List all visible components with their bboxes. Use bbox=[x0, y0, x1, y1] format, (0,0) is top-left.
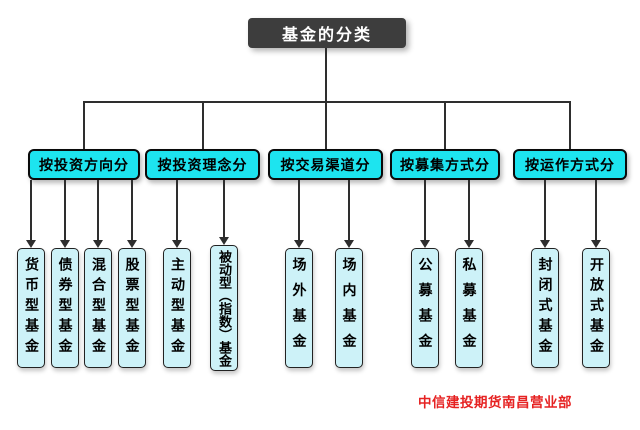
connector-line bbox=[324, 48, 327, 101]
leaf-node: 货币型基金 bbox=[17, 248, 45, 368]
leaf-node-label: 被动型（指数）基金 bbox=[216, 249, 231, 367]
connector-line bbox=[222, 180, 225, 237]
connector-line bbox=[63, 180, 66, 240]
leaf-node: 债券型基金 bbox=[50, 248, 79, 368]
connector-line bbox=[83, 101, 85, 149]
leaf-node-label: 货币型基金 bbox=[23, 257, 39, 359]
category-node-label: 按投资方向分 bbox=[39, 157, 129, 174]
arrowhead-icon bbox=[591, 240, 601, 248]
category-node: 按交易渠道分 bbox=[268, 149, 383, 180]
leaf-node: 被动型（指数）基金 bbox=[209, 245, 238, 371]
leaf-node: 场外基金 bbox=[284, 248, 313, 368]
connector-line bbox=[543, 180, 546, 240]
arrowhead-icon bbox=[539, 240, 550, 248]
connector-line bbox=[30, 180, 32, 240]
leaf-node-label: 开放式基金 bbox=[588, 257, 604, 359]
arrowhead-icon bbox=[93, 240, 103, 248]
leaf-node-label: 私募基金 bbox=[460, 257, 477, 359]
arrowhead-icon bbox=[172, 240, 182, 248]
leaf-node-label: 封闭式基金 bbox=[536, 257, 553, 359]
leaf-node: 公募基金 bbox=[410, 248, 439, 368]
category-node: 按投资理念分 bbox=[145, 149, 260, 180]
connector-line bbox=[444, 101, 446, 149]
leaf-node: 私募基金 bbox=[454, 248, 483, 368]
leaf-node-label: 债券型基金 bbox=[56, 257, 73, 359]
leaf-node: 场内基金 bbox=[334, 248, 363, 368]
connector-line bbox=[97, 180, 99, 240]
connector-line bbox=[347, 180, 350, 240]
category-node-label: 按运作方式分 bbox=[525, 157, 615, 174]
connector-line bbox=[130, 180, 133, 240]
arrowhead-icon bbox=[59, 240, 70, 248]
connector-line bbox=[423, 180, 426, 240]
category-node: 按投资方向分 bbox=[28, 149, 140, 180]
connector-line bbox=[467, 180, 470, 240]
leaf-node: 开放式基金 bbox=[582, 248, 610, 368]
connector-line bbox=[176, 180, 178, 240]
connector-line bbox=[201, 101, 204, 149]
leaf-node: 主动型基金 bbox=[163, 248, 191, 368]
leaf-node-label: 场内基金 bbox=[340, 257, 357, 359]
category-node-label: 按交易渠道分 bbox=[280, 157, 371, 174]
leaf-node-label: 公募基金 bbox=[416, 257, 433, 359]
arrowhead-icon bbox=[343, 240, 354, 248]
arrowhead-icon bbox=[463, 240, 474, 248]
leaf-node: 封闭式基金 bbox=[530, 248, 559, 368]
footer-watermark: 中信建投期货南昌营业部 bbox=[418, 395, 572, 411]
arrowhead-icon bbox=[293, 240, 304, 248]
category-node: 按运作方式分 bbox=[513, 149, 627, 180]
connector-line bbox=[595, 180, 597, 240]
leaf-node-label: 股票型基金 bbox=[123, 257, 140, 359]
leaf-node-label: 主动型基金 bbox=[169, 257, 185, 359]
arrowhead-icon bbox=[26, 240, 36, 248]
category-node: 按募集方式分 bbox=[390, 149, 500, 180]
leaf-node-label: 混合型基金 bbox=[90, 257, 106, 359]
leaf-node-label: 场外基金 bbox=[290, 257, 307, 359]
category-node-label: 按募集方式分 bbox=[400, 157, 490, 174]
category-node-label: 按投资理念分 bbox=[157, 157, 248, 174]
connector-line bbox=[324, 101, 327, 149]
arrowhead-icon bbox=[419, 240, 430, 248]
connector-line bbox=[297, 180, 300, 240]
arrowhead-icon bbox=[126, 240, 137, 248]
leaf-node: 股票型基金 bbox=[117, 248, 146, 368]
arrowhead-icon bbox=[218, 237, 229, 245]
connector-line bbox=[83, 101, 571, 103]
root-node: 基金的分类 bbox=[248, 18, 406, 48]
leaf-node: 混合型基金 bbox=[84, 248, 112, 368]
connector-line bbox=[569, 101, 571, 149]
